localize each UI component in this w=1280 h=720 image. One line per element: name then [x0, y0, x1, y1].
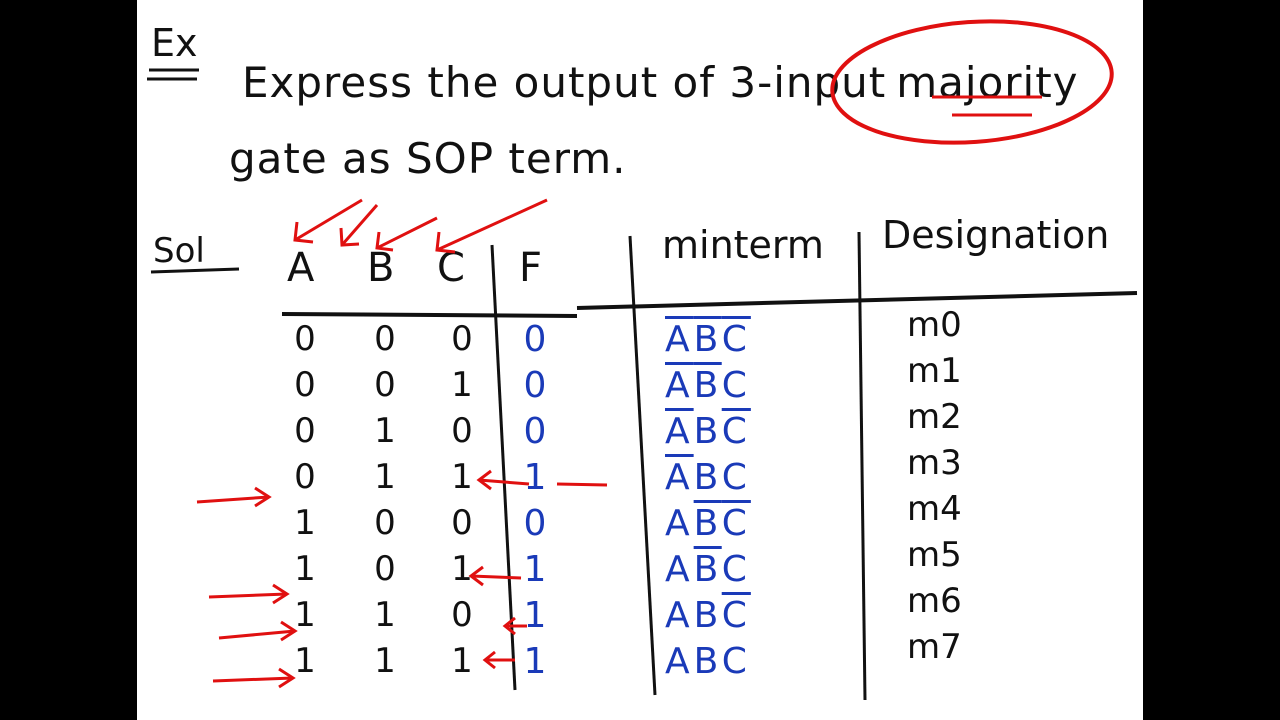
literal: B — [693, 595, 722, 636]
cell-a: 0 — [294, 457, 316, 497]
header-minterm: minterm — [662, 223, 824, 267]
cell-a: 0 — [294, 365, 316, 405]
literal: C — [721, 457, 751, 498]
cell-minterm: ABC — [665, 598, 751, 634]
cell-designation: m6 — [907, 581, 962, 621]
literal: A — [665, 549, 694, 590]
complemented-literal: A — [665, 319, 694, 360]
majority-word: majority — [896, 58, 1079, 107]
header-c: C — [437, 245, 465, 291]
complemented-literal: A — [665, 365, 694, 406]
cell-designation: m2 — [907, 397, 962, 437]
cell-designation: m1 — [907, 351, 962, 391]
header-f: F — [519, 245, 543, 291]
example-label: Ex — [151, 21, 198, 65]
complemented-literal: B — [693, 549, 722, 590]
cell-f: 1 — [523, 549, 547, 590]
literal: A — [665, 641, 694, 682]
cell-b: 0 — [374, 319, 396, 359]
cell-minterm: ABC — [665, 552, 751, 588]
cell-f: 0 — [523, 365, 547, 406]
cell-c: 1 — [451, 457, 473, 497]
literal: C — [721, 365, 751, 406]
literal: B — [693, 641, 722, 682]
literal: A — [665, 503, 694, 544]
complemented-literal: A — [665, 457, 694, 498]
cell-b: 1 — [374, 641, 396, 681]
ex-underline — [147, 68, 199, 81]
cell-c: 1 — [451, 365, 473, 405]
header-a: A — [287, 245, 315, 291]
complemented-literal: C — [721, 319, 751, 360]
literal: A — [665, 595, 694, 636]
complemented-literal: B — [693, 365, 722, 406]
cell-b: 1 — [374, 595, 396, 635]
solution-label: Sol — [153, 231, 205, 271]
cell-a: 1 — [294, 641, 316, 681]
literal: C — [721, 641, 751, 682]
cell-designation: m3 — [907, 443, 962, 483]
cell-c: 1 — [451, 549, 473, 589]
cell-c: 0 — [451, 319, 473, 359]
cell-b: 0 — [374, 365, 396, 405]
cell-f: 1 — [523, 641, 547, 682]
question-line-2: gate as SOP term. — [229, 134, 627, 183]
cell-designation: m7 — [907, 627, 962, 667]
complemented-literal: C — [721, 411, 751, 452]
complemented-literal: B — [693, 503, 722, 544]
complemented-literal: A — [665, 411, 694, 452]
header-designation: Designation — [882, 213, 1110, 257]
cell-a: 1 — [294, 503, 316, 543]
header-b: B — [367, 245, 395, 291]
cell-designation: m4 — [907, 489, 962, 529]
majority-highlight — [830, 19, 1114, 145]
table-lines — [196, 198, 1138, 701]
cell-f: 1 — [523, 595, 547, 636]
cell-c: 0 — [451, 411, 473, 451]
cell-f: 1 — [523, 457, 547, 498]
cell-b: 0 — [374, 549, 396, 589]
cell-c: 0 — [451, 595, 473, 635]
cell-designation: m0 — [907, 305, 962, 345]
cell-a: 1 — [294, 595, 316, 635]
cell-f: 0 — [523, 503, 547, 544]
cell-minterm: ABC — [665, 460, 751, 496]
cell-a: 1 — [294, 549, 316, 589]
cell-b: 1 — [374, 457, 396, 497]
complemented-literal: B — [693, 319, 722, 360]
literal: B — [693, 457, 722, 498]
sol-underline — [150, 267, 240, 274]
cell-b: 1 — [374, 411, 396, 451]
cell-minterm: ABC — [665, 322, 751, 358]
cell-minterm: ABC — [665, 414, 751, 450]
cell-minterm: ABC — [665, 506, 751, 542]
cell-c: 0 — [451, 503, 473, 543]
literal: B — [693, 411, 722, 452]
cell-c: 1 — [451, 641, 473, 681]
cell-minterm: ABC — [665, 368, 751, 404]
cell-minterm: ABC — [665, 644, 751, 680]
cell-f: 0 — [523, 411, 547, 452]
cell-f: 0 — [523, 319, 547, 360]
literal: C — [721, 549, 751, 590]
cell-designation: m5 — [907, 535, 962, 575]
header-arrows — [293, 198, 548, 254]
complemented-literal: C — [721, 503, 751, 544]
question-prefix: Express the output of 3-input — [242, 58, 887, 107]
complemented-literal: C — [721, 595, 751, 636]
cell-a: 0 — [294, 411, 316, 451]
cell-a: 0 — [294, 319, 316, 359]
cell-b: 0 — [374, 503, 396, 543]
